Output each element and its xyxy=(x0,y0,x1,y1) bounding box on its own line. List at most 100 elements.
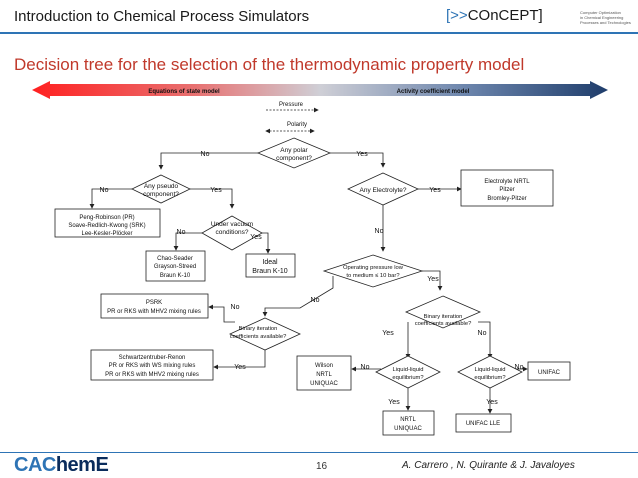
binary-top-text-2: coefficients available? xyxy=(415,321,472,327)
ll-right-yes-label: Yes xyxy=(486,399,498,406)
polar-no-label: No xyxy=(201,151,210,158)
model-unifac-lle-box xyxy=(455,413,512,433)
brand-open: [>> xyxy=(446,7,468,24)
wilson-model-1: Wilson xyxy=(315,363,333,369)
page-number: 16 xyxy=(316,461,328,472)
model-pr-srk-box xyxy=(54,208,161,238)
decision-operating-pressure xyxy=(322,254,424,288)
header-rule xyxy=(0,32,638,34)
unifac-lle-model: UNIFAC LLE xyxy=(466,421,500,427)
decision-liquid-liquid-left xyxy=(375,355,441,389)
binary-left-text-1: Binary iteration xyxy=(239,326,278,332)
chao-model-3: Braun K-10 xyxy=(160,273,191,279)
polar-text-1: Any polar xyxy=(280,147,308,154)
decision-binary-coefficients-left xyxy=(229,317,301,351)
ideal-model-1: Ideal xyxy=(262,259,278,266)
polar-yes-label: Yes xyxy=(356,151,368,158)
electrolyte-no-label: No xyxy=(375,228,384,235)
pressure-label: Pressure xyxy=(279,102,304,108)
ll-right-text-2: equilibrium? xyxy=(474,375,506,381)
pseudo-text-1: Any pseudo xyxy=(144,183,179,190)
decision-liquid-liquid-right xyxy=(457,355,523,389)
binary-top-text-1: Binary iteration xyxy=(424,314,463,320)
arrow-right-label: Activity coefficient model xyxy=(397,89,470,95)
ll-right-no-label: No xyxy=(515,364,524,371)
unifac-model: UNIFAC xyxy=(538,370,561,376)
brand-sub-line: Computer Optimization xyxy=(580,10,621,15)
pr-model-2: Soave-Redlich-Kwong (SRK) xyxy=(68,223,145,229)
pressure-yes-label: Yes xyxy=(427,276,439,283)
binary-top-no-label: No xyxy=(478,330,487,337)
cacheme-logo: CAChemE xyxy=(14,454,109,477)
binary-left-text-2: coefficients available? xyxy=(230,334,287,340)
schwartz-model-3: PR or RKS with MHV2 mixing rules xyxy=(105,372,199,378)
slide-title: Decision tree for the selection of the t… xyxy=(14,55,525,74)
vacuum-no-label: No xyxy=(177,229,186,236)
model-nrtl-box xyxy=(382,410,435,436)
chao-model-2: Grayson-Streed xyxy=(154,264,196,270)
psrk-model-1: PSRK xyxy=(146,300,162,306)
model-unifac-box xyxy=(527,361,571,381)
authors: A. Carrero , N. Quirante & J. Javaloyes xyxy=(402,460,575,471)
ll-left-text-2: equilibrium? xyxy=(392,375,424,381)
nrtl-model-2: UNIQUAC xyxy=(394,426,422,432)
model-schwartzentruber-box xyxy=(90,349,214,381)
pressure-text-2: to medium ≤ 10 bar? xyxy=(346,273,400,279)
model-ideal-box xyxy=(245,253,296,278)
pseudo-yes-label: Yes xyxy=(210,187,222,194)
logo-part: C xyxy=(14,454,28,476)
decision-binary-coefficients-top xyxy=(404,295,482,329)
schwartz-model-1: Schwartzentruber-Renon xyxy=(119,355,186,361)
model-chao-seader-box xyxy=(145,250,206,282)
binary-left-no-label: No xyxy=(231,304,240,311)
vacuum-text-2: conditions? xyxy=(216,229,249,236)
electrolyte-yes-label: Yes xyxy=(429,187,441,194)
model-electrolyte-box xyxy=(460,169,554,207)
binary-left-yes-label: Yes xyxy=(234,364,246,371)
chao-model-1: Chao-Seader xyxy=(157,256,193,262)
connectors xyxy=(89,152,528,414)
ll-right-text-1: Liquid-liquid xyxy=(475,367,506,373)
arrow-left-label: Equations of state model xyxy=(148,89,220,95)
pressure-no-label: No xyxy=(311,297,320,304)
electrolyte-text: Any Electrolyte? xyxy=(360,187,407,194)
brand-name: COnCEPT] xyxy=(467,7,543,24)
binary-top-yes-label: Yes xyxy=(382,330,394,337)
model-spectrum-arrow xyxy=(32,81,608,99)
psrk-model-2: PR or RKS with MHV2 mixing rules xyxy=(107,309,201,315)
polar-text-2: component? xyxy=(276,155,312,162)
wilson-model-2: NRTL xyxy=(316,372,332,378)
brand-sub-line: Processes and Technologies xyxy=(580,20,631,25)
schwartz-model-2: PR or RKS with WS mixing rules xyxy=(109,363,196,369)
brand-subtitle: Computer Optimization in Chemical Engine… xyxy=(580,10,636,25)
wilson-model-3: UNIQUAC xyxy=(310,381,338,387)
decision-polar-component xyxy=(256,137,332,169)
pseudo-no-label: No xyxy=(100,187,109,194)
ll-left-text-1: Liquid-liquid xyxy=(393,367,424,373)
electrolyte-model-1: Electrolyte NRTL xyxy=(484,179,530,185)
ideal-model-2: Braun K-10 xyxy=(252,268,288,275)
electrolyte-model-3: Bromley-Pitzer xyxy=(487,196,526,202)
pressure-text-1: Operating pressure low xyxy=(343,265,404,271)
electrolyte-model-2: Pitzer xyxy=(499,187,514,193)
footer-rule xyxy=(0,452,638,453)
pr-model-3: Lee-Kesler-Plöcker xyxy=(81,231,132,237)
brand-logo: [>>COnCEPT] xyxy=(446,7,543,24)
model-psrk-box xyxy=(100,293,209,319)
vacuum-text-1: Under vacuum xyxy=(211,221,253,228)
ll-left-yes-label: Yes xyxy=(388,399,400,406)
decision-vacuum xyxy=(201,215,263,251)
logo-part: AC xyxy=(27,454,56,476)
nrtl-model-1: NRTL xyxy=(400,417,416,423)
polarity-label: Polarity xyxy=(287,122,307,128)
brand-sub-line: in Chemical Engineering xyxy=(580,15,624,20)
model-wilson-box xyxy=(296,355,352,391)
pseudo-text-2: component? xyxy=(143,191,179,198)
pr-model-1: Peng-Robinson (PR) xyxy=(79,215,134,221)
decision-electrolyte xyxy=(347,172,419,206)
decision-pseudo-component xyxy=(131,174,191,204)
ll-left-no-label: No xyxy=(361,364,370,371)
header-title: Introduction to Chemical Process Simulat… xyxy=(14,8,310,25)
vacuum-yes-label: Yes xyxy=(250,234,262,241)
